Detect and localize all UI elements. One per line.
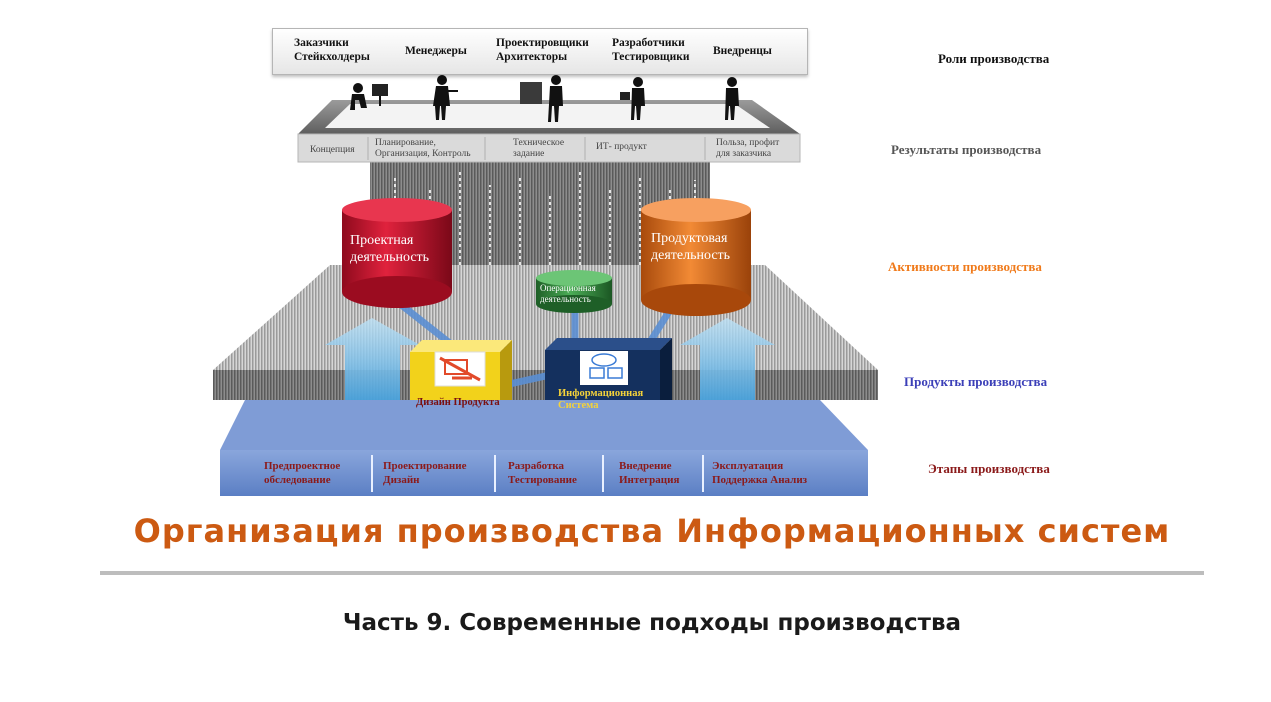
stage-slab-front <box>220 450 868 496</box>
role-figures <box>350 75 739 122</box>
side-label-roles: Роли производства <box>938 51 1050 66</box>
role-implementers: Внедренцы <box>713 45 772 57</box>
result-concept: Концепция <box>310 145 355 155</box>
side-label-products: Продукты производства <box>904 374 1048 389</box>
production-diagram <box>213 75 878 496</box>
side-label-activities: Активности производства <box>888 259 1042 274</box>
results-strip <box>297 133 801 163</box>
result-it-product: ИТ- продукт <box>596 142 647 152</box>
roles-platform-inner <box>325 104 770 128</box>
operational-cylinder <box>536 270 612 313</box>
project-cylinder <box>342 198 452 308</box>
product-cylinder <box>641 198 751 316</box>
page-title: Организация производства Информационных … <box>133 512 1171 550</box>
stage-slab-top <box>220 400 868 450</box>
roles-bar <box>272 28 808 75</box>
result-planning: Планирование,Организация, Контроль <box>375 138 471 159</box>
page-subtitle: Часть 9. Современные подходы производств… <box>342 610 962 636</box>
design-product-label: Дизайн Продукта <box>416 397 500 408</box>
title-divider <box>100 571 1204 575</box>
side-label-stages: Этапы производства <box>928 461 1050 476</box>
side-label-results: Результаты производства <box>891 142 1042 157</box>
role-managers: Менеджеры <box>405 45 467 57</box>
